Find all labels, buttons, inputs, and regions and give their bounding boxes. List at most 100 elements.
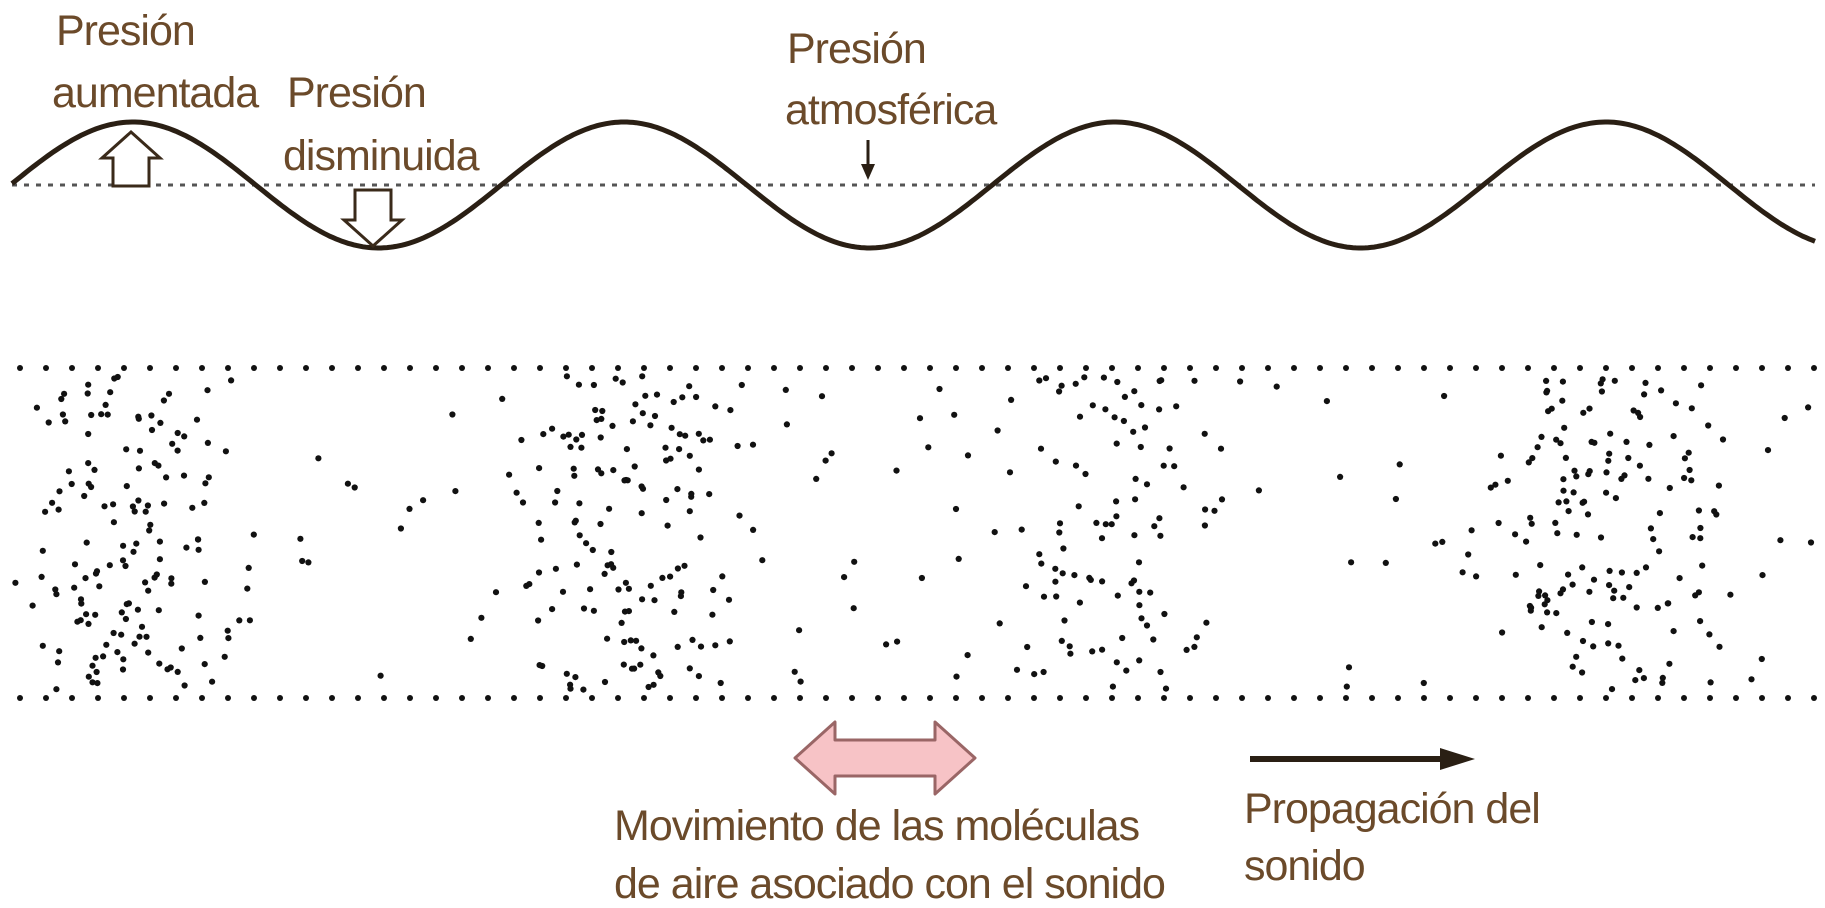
air-molecule-dot <box>165 390 173 397</box>
air-molecule-dot <box>1114 378 1121 386</box>
air-molecule-dot <box>1018 526 1025 533</box>
air-molecule-dot <box>590 607 598 614</box>
air-molecule-dot <box>244 585 251 592</box>
air-molecule-dot <box>1695 507 1702 514</box>
air-molecule-dot <box>160 397 167 404</box>
air-molecule-dot <box>1534 444 1541 451</box>
air-molecule-dot <box>1473 695 1479 701</box>
air-molecule-dot <box>1811 695 1817 701</box>
air-molecule-dot <box>1525 459 1532 466</box>
air-molecule-dot <box>1625 454 1632 462</box>
air-molecule-dot <box>647 582 654 589</box>
air-molecule-dot <box>104 411 111 418</box>
air-molecule-dot <box>131 640 138 647</box>
air-molecule-dot <box>601 570 608 578</box>
air-molecule-dot <box>1031 695 1037 701</box>
molecule-motion-double-arrow-icon <box>793 720 977 796</box>
air-molecule-dot <box>17 695 23 701</box>
air-molecule-dot <box>1538 624 1545 631</box>
air-molecule-dot <box>679 394 686 401</box>
air-molecule-dot <box>29 602 36 609</box>
air-molecule-dot <box>750 526 757 534</box>
air-molecule-dot <box>95 695 101 701</box>
air-molecule-dot <box>849 695 855 701</box>
air-molecule-dot <box>1672 400 1679 407</box>
air-molecule-dot <box>156 556 163 563</box>
air-molecule-dot <box>225 365 231 371</box>
air-molecule-dot <box>1056 529 1063 536</box>
air-molecule-dot <box>153 571 160 578</box>
air-molecule-dot <box>632 401 639 408</box>
air-molecule-dot <box>637 661 644 668</box>
air-molecule-dot <box>1698 382 1705 389</box>
air-molecule-dot <box>1552 519 1559 527</box>
air-molecule-dot <box>1156 406 1163 413</box>
air-molecule-dot <box>1323 398 1330 405</box>
air-molecule-dot <box>823 365 829 371</box>
air-molecule-dot <box>1637 413 1644 421</box>
air-molecule-dot <box>1560 476 1567 483</box>
air-molecule-dot <box>518 436 525 444</box>
air-molecule-dot <box>1156 377 1163 385</box>
air-molecule-dot <box>1641 391 1648 398</box>
air-molecule-dot <box>1785 695 1791 701</box>
air-molecule-dot <box>209 678 216 685</box>
air-molecule-dot <box>1748 676 1755 683</box>
air-molecule-dot <box>1171 463 1178 470</box>
air-molecule-dot <box>554 487 561 495</box>
air-molecule-dot <box>1559 397 1566 404</box>
air-molecule-dot <box>54 659 62 666</box>
air-molecule-dot <box>135 413 142 420</box>
air-molecule-dot <box>1579 564 1586 571</box>
air-molecule-dot <box>608 561 615 568</box>
air-molecule-dot <box>727 407 734 414</box>
air-molecule-dot <box>17 365 23 371</box>
air-molecule-dot <box>136 447 144 454</box>
air-molecule-dot <box>1157 532 1164 539</box>
air-molecule-dot <box>612 375 619 382</box>
air-molecule-dot <box>1646 441 1653 448</box>
air-molecule-dot <box>1075 503 1082 510</box>
air-molecule-dot <box>1067 650 1074 657</box>
air-molecule-dot <box>96 583 103 590</box>
air-molecule-dot <box>668 424 675 431</box>
air-molecule-dot <box>536 662 543 669</box>
air-molecule-dot <box>994 427 1001 434</box>
air-molecule-dot <box>559 588 567 595</box>
air-molecule-dot <box>1058 382 1065 389</box>
air-molecule-dot <box>686 383 693 390</box>
air-molecule-dot <box>1606 567 1613 575</box>
air-molecule-dot <box>641 365 647 371</box>
air-molecule-dot <box>927 695 933 701</box>
air-molecule-dot <box>1692 592 1699 599</box>
air-molecule-dot <box>110 629 117 637</box>
air-molecule-dot <box>1586 588 1593 595</box>
air-molecule-dot <box>964 452 972 459</box>
air-molecule-dot <box>686 508 693 515</box>
air-molecule-dot <box>1681 474 1688 482</box>
increased-pressure-label: Presión aumentada <box>52 7 259 117</box>
air-molecule-dot <box>1553 436 1560 443</box>
air-molecule-dot <box>1543 389 1550 396</box>
air-molecule-dot <box>1612 495 1619 502</box>
air-molecule-dot <box>1605 621 1612 628</box>
air-molecule-dot <box>925 444 932 451</box>
air-molecule-dot <box>100 653 107 660</box>
air-molecule-dot <box>148 426 156 434</box>
air-molecule-dot <box>12 579 19 586</box>
air-molecule-dot <box>1108 521 1115 528</box>
air-molecule-dot <box>535 519 542 527</box>
air-molecule-dot <box>174 447 181 454</box>
air-molecule-dot <box>738 381 745 389</box>
air-molecule-dot <box>1052 565 1059 572</box>
air-molecule-dot <box>1512 531 1519 538</box>
air-molecule-dot <box>173 695 179 701</box>
air-molecule-dot <box>813 475 820 482</box>
air-molecule-dot <box>552 499 559 506</box>
air-molecule-dot <box>1579 637 1587 645</box>
air-molecule-dot <box>642 392 649 399</box>
air-molecule-dot <box>1421 695 1427 701</box>
air-molecule-dot <box>736 512 743 519</box>
air-molecule-dot <box>39 642 46 649</box>
air-molecule-dot <box>1143 481 1151 488</box>
